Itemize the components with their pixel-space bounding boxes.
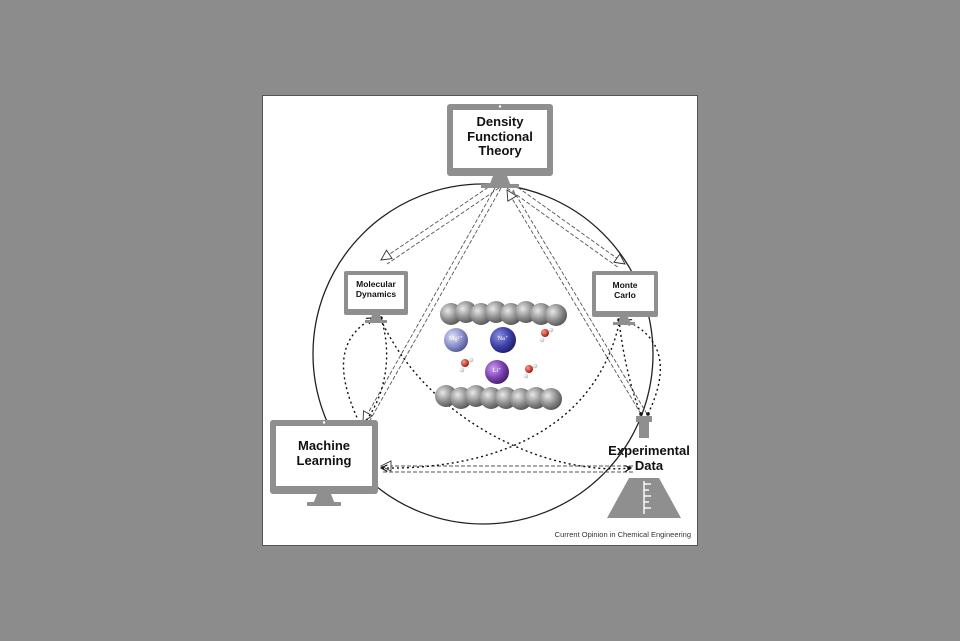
- dft-label-line2: Functional: [467, 128, 533, 144]
- md-monitor-icon: [344, 271, 408, 323]
- dft-label-line3: Theory: [478, 143, 522, 159]
- bottom-carbon-layer: [435, 385, 562, 410]
- ml-label-line1: Machine: [297, 438, 350, 453]
- ml-monitor-icon: [270, 420, 378, 506]
- mc-monitor-icon: [592, 271, 658, 325]
- dft-arrows: [362, 183, 648, 473]
- mg-ion-label: Mg²⁺: [448, 335, 464, 342]
- mc-label: Monte Carlo: [596, 280, 654, 300]
- na-ion-label: Na⁺: [497, 335, 509, 342]
- top-carbon-layer: [440, 301, 567, 326]
- credit-text: Current Opinion in Chemical Engineering: [554, 530, 691, 539]
- water-molecules: [459, 327, 554, 379]
- na-ion: [490, 327, 516, 353]
- dft-label-line1: Density: [476, 114, 524, 129]
- mc-label-line1: Monte: [612, 280, 638, 290]
- li-ion-label: Li⁺: [492, 367, 502, 374]
- md-label-line1: Molecular: [356, 279, 396, 289]
- ml-label-line2: Learning: [296, 452, 352, 468]
- exp-label-line2: Data: [634, 457, 664, 473]
- molecular-scene: [435, 301, 567, 410]
- ml-label: Machine Learning: [276, 438, 372, 468]
- dft-label: Density Functional Theory: [453, 114, 547, 159]
- mg-ion: [444, 328, 468, 352]
- li-ion: [485, 360, 509, 384]
- dft-monitor-icon: [447, 104, 553, 188]
- mc-label-line2: Carlo: [614, 289, 636, 300]
- exp-label: Experimental Data: [599, 443, 699, 473]
- md-label-line2: Dynamics: [355, 288, 397, 299]
- exp-label-line1: Experimental: [608, 443, 690, 458]
- figure-panel: Density Functional Theory Molecular Dyna…: [262, 95, 698, 546]
- md-label: Molecular Dynamics: [348, 279, 404, 299]
- dotted-arrows: [342, 318, 661, 469]
- diagram-canvas: [270, 104, 681, 525]
- flask-icon: [607, 416, 681, 518]
